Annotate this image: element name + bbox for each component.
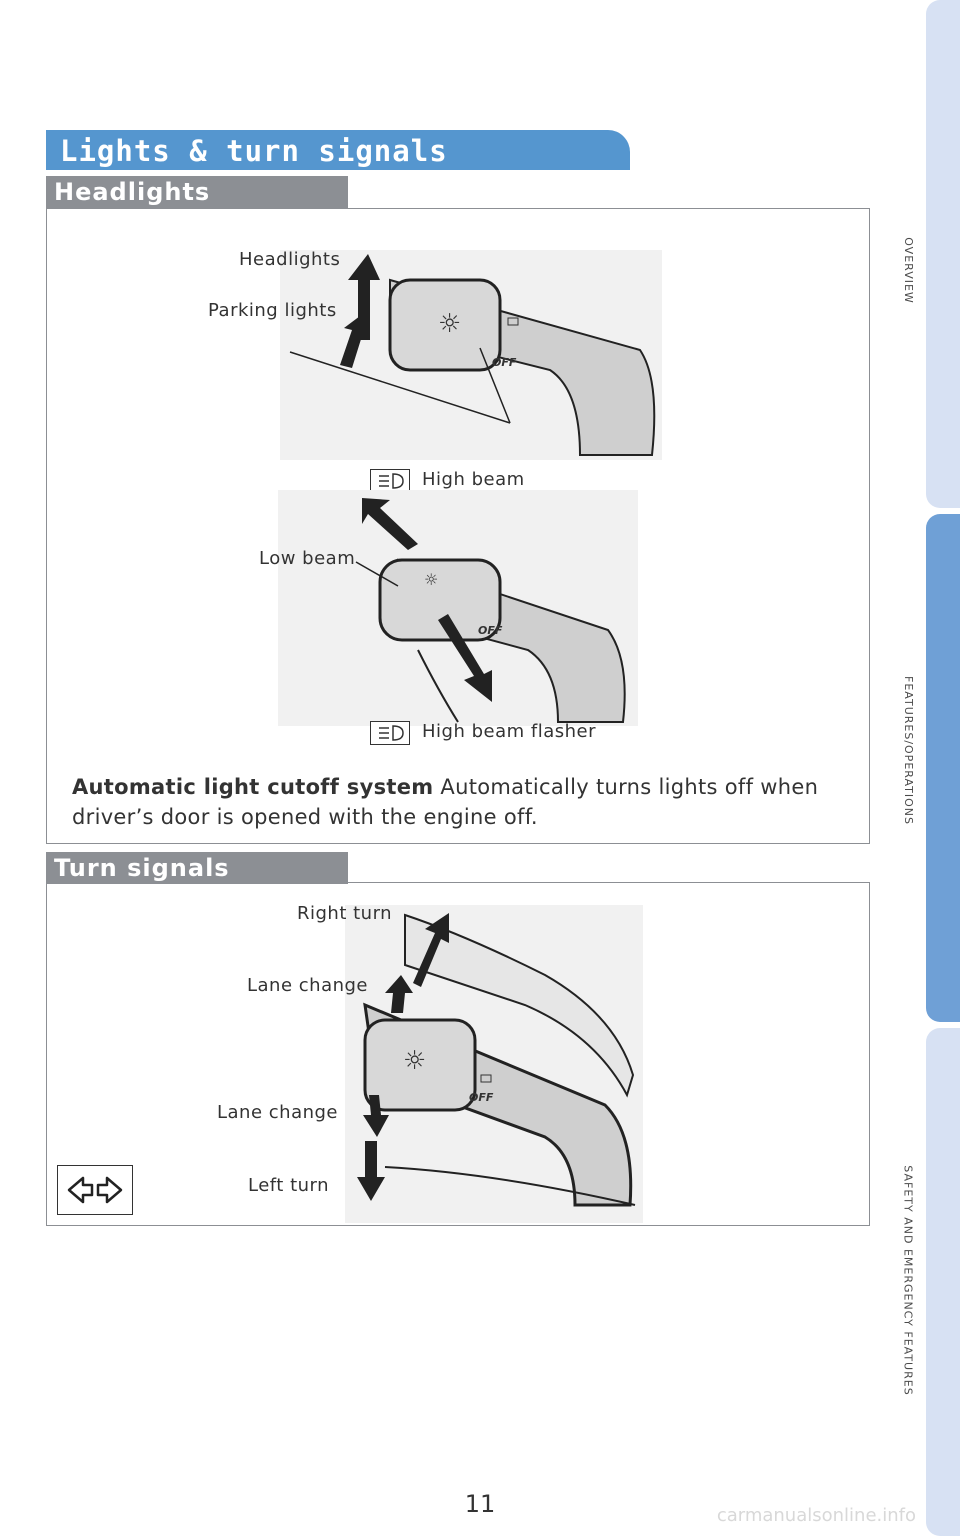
svg-text:OFF: OFF bbox=[492, 356, 517, 369]
label-headlights: Headlights bbox=[239, 249, 341, 270]
turn-signal-arrows-icon bbox=[57, 1165, 133, 1215]
auto-cutoff-title: Automatic light cutoff system bbox=[72, 775, 434, 799]
svg-text:☼: ☼ bbox=[403, 1046, 426, 1076]
label-low-beam: Low beam bbox=[259, 548, 356, 569]
svg-text:OFF: OFF bbox=[469, 1091, 494, 1104]
label-left-turn: Left turn bbox=[248, 1175, 330, 1196]
label-parking-lights: Parking lights bbox=[208, 300, 337, 321]
label-lane-change-down: Lane change bbox=[217, 1102, 339, 1123]
page-number: 11 bbox=[464, 1490, 496, 1518]
headlights-box bbox=[46, 208, 870, 844]
high-beam-flasher-icon bbox=[370, 721, 410, 745]
turn-signals-box bbox=[46, 882, 870, 1226]
beam-switch-illustration: ☼ OFF bbox=[278, 490, 638, 726]
tab-label-safety: SAFETY AND EMERGENCY FEATURES bbox=[901, 1164, 915, 1396]
turn-signal-illustration: ☼ OFF bbox=[345, 905, 643, 1223]
auto-cutoff-text: Automatically turns lights off when driv… bbox=[72, 775, 819, 829]
tab-label-features: FEATURES/OPERATIONS bbox=[901, 675, 915, 825]
turn-signals-heading: Turn signals bbox=[46, 852, 348, 884]
headlight-switch-illustration: ☼ OFF bbox=[280, 250, 662, 460]
page-title: Lights & turn signals bbox=[46, 130, 630, 170]
tab-label-overview: OVERVIEW bbox=[901, 236, 915, 304]
headlights-heading: Headlights bbox=[46, 176, 348, 208]
label-lane-change-up: Lane change bbox=[247, 975, 369, 996]
svg-text:☼: ☼ bbox=[424, 570, 438, 589]
side-tab-overview[interactable] bbox=[926, 0, 960, 508]
label-right-turn: Right turn bbox=[297, 903, 393, 924]
watermark: carmanualsonline.info bbox=[716, 1505, 916, 1526]
svg-text:☼: ☼ bbox=[438, 309, 461, 339]
side-tab-safety[interactable] bbox=[926, 1028, 960, 1536]
svg-text:OFF: OFF bbox=[478, 624, 503, 637]
label-high-beam-flasher: High beam flasher bbox=[422, 721, 597, 742]
side-tab-features[interactable] bbox=[926, 514, 960, 1022]
high-beam-icon bbox=[370, 469, 410, 493]
auto-cutoff-paragraph: Automatic light cutoff system Automatica… bbox=[72, 772, 832, 832]
label-high-beam: High beam bbox=[422, 469, 525, 490]
